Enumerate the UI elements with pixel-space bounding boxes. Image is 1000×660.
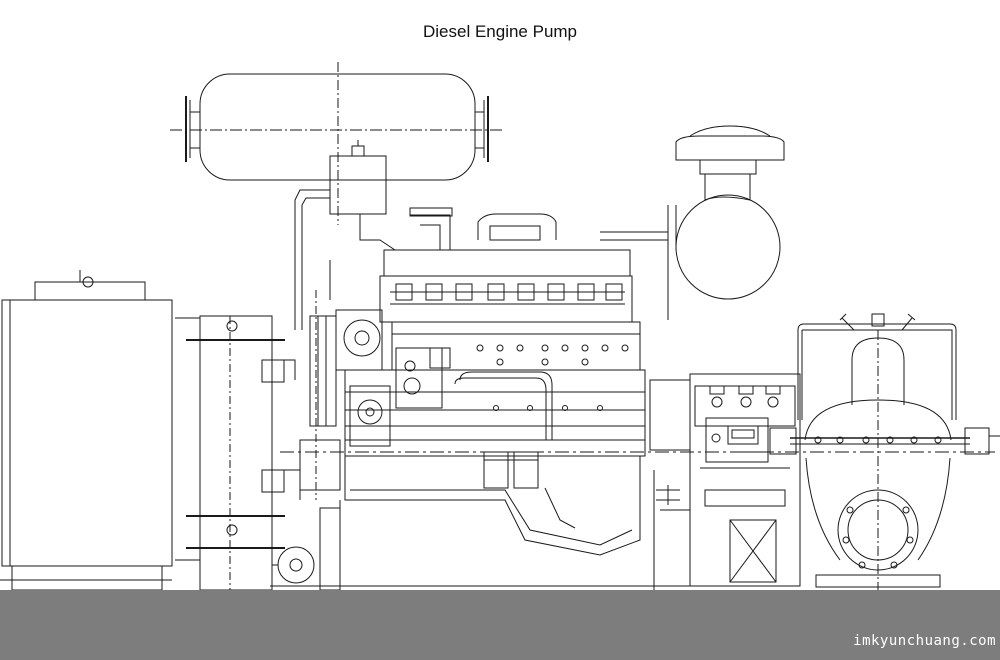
radiator-mounting-frame [175, 315, 285, 591]
drawing-title: Diesel Engine Pump [422, 22, 578, 41]
fuel-filters [454, 371, 576, 529]
base-frame [270, 451, 800, 591]
control-panel [649, 373, 801, 587]
split-case-pump [760, 313, 1000, 590]
coolant-pipes [272, 359, 315, 584]
exhaust-riser [294, 140, 420, 330]
engine-block [344, 207, 646, 556]
exhaust-silencer [170, 62, 505, 225]
watermark-text: imkyunchuang.com [853, 633, 996, 649]
air-filter [600, 125, 785, 320]
radiator [0, 270, 173, 591]
fuel-pump [395, 347, 451, 409]
front-pulley-assembly [299, 260, 391, 491]
ground-band [0, 590, 1000, 660]
